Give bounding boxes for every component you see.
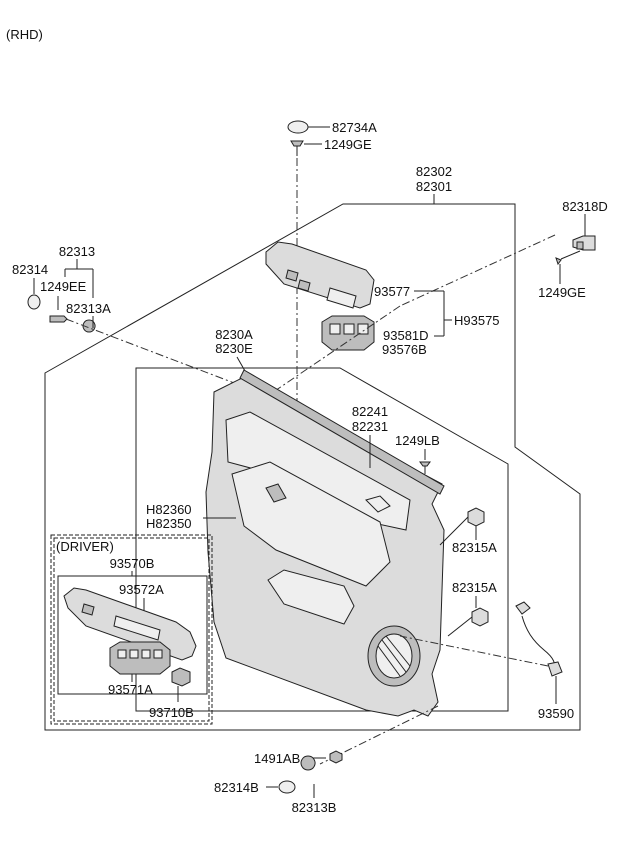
clip-82315A-upper bbox=[467, 507, 485, 527]
assembly-outline bbox=[44, 203, 581, 731]
centerline-93590 bbox=[399, 635, 549, 667]
label-82301: 82301 bbox=[416, 179, 452, 194]
rhd-note: (RHD) bbox=[6, 27, 43, 42]
speaker-grille-hatch-1 bbox=[381, 639, 407, 673]
switch-panel-tab-1 bbox=[285, 269, 299, 282]
label-1249GE-right: 1249GE bbox=[538, 285, 586, 300]
label-93572A: 93572A bbox=[119, 582, 164, 597]
switch-93571A-buttons bbox=[117, 649, 163, 659]
clip-82318D bbox=[572, 235, 596, 251]
screw-1249EE bbox=[49, 315, 68, 323]
label-82313A: 82313A bbox=[66, 301, 111, 316]
trim-upper-band bbox=[225, 411, 411, 531]
label-1249GE-top: 1249GE bbox=[324, 137, 372, 152]
label-93581D: 93581D bbox=[383, 328, 429, 343]
label-82313B: 82313B bbox=[292, 800, 337, 815]
switch-panel-opening bbox=[326, 287, 357, 309]
switch-93710B bbox=[171, 667, 191, 687]
label-93576B: 93576B bbox=[382, 342, 427, 357]
screw-1249GE-right bbox=[555, 257, 562, 266]
label-1249EE: 1249EE bbox=[40, 279, 87, 294]
label-82318D: 82318D bbox=[562, 199, 608, 214]
centerline-82318D bbox=[399, 234, 556, 307]
speaker-grille-hatch-2 bbox=[385, 635, 411, 667]
label-8230A: 8230A bbox=[215, 327, 253, 342]
label-93570B: 93570B bbox=[110, 556, 155, 571]
driver-bezel-opening bbox=[113, 615, 161, 641]
speaker-grille-hatch-3 bbox=[377, 645, 401, 677]
label-82302: 82302 bbox=[416, 164, 452, 179]
screw-1249LB bbox=[419, 461, 431, 467]
label-93571A: 93571A bbox=[108, 682, 153, 697]
driver-bezel-tab bbox=[81, 603, 95, 616]
driver-switch-box bbox=[57, 575, 208, 695]
switch-panel-tab-2 bbox=[297, 279, 311, 292]
label-1249LB: 1249LB bbox=[395, 433, 440, 448]
trim-handle-pocket bbox=[265, 483, 287, 503]
plug-82314B bbox=[278, 780, 296, 794]
switch-panel-93577 bbox=[265, 241, 375, 309]
connector-93590-top bbox=[515, 601, 531, 615]
label-82231: 82231 bbox=[352, 419, 388, 434]
weatherstrip-82241 bbox=[239, 369, 445, 495]
driver-inset-outline-inner bbox=[53, 537, 210, 722]
fastener-82313B bbox=[300, 755, 316, 771]
label-82313: 82313 bbox=[59, 244, 95, 259]
cap-82734A bbox=[287, 120, 309, 134]
connector-93590-bottom bbox=[547, 661, 563, 677]
switch-buttons bbox=[329, 323, 369, 335]
label-82315A-2: 82315A bbox=[452, 580, 497, 595]
label-driver: (DRIVER) bbox=[56, 539, 114, 554]
clip-82318D-slot bbox=[576, 241, 584, 250]
label-93577: 93577 bbox=[374, 284, 410, 299]
trim-latch-bezel bbox=[365, 495, 391, 513]
trim-pull-handle bbox=[267, 569, 355, 625]
leader-clip-upper-to-panel bbox=[439, 516, 469, 546]
label-82734A: 82734A bbox=[332, 120, 377, 135]
leader-1249GE-right bbox=[560, 250, 581, 260]
clip-82315A-lower bbox=[471, 607, 489, 627]
label-H82360: H82360 bbox=[146, 502, 192, 517]
label-8230E: 8230E bbox=[215, 341, 253, 356]
label-82315A-1: 82315A bbox=[452, 540, 497, 555]
bolt-1491AB bbox=[329, 750, 343, 764]
label-H93575: H93575 bbox=[454, 313, 500, 328]
label-82314B: 82314B bbox=[214, 780, 259, 795]
centerline-bottom bbox=[319, 705, 439, 765]
screw-1249GE-top bbox=[290, 140, 304, 147]
label-93590: 93590 bbox=[538, 706, 574, 721]
label-H82350: H82350 bbox=[146, 516, 192, 531]
label-93710B: 93710B bbox=[149, 705, 194, 720]
centerline-switch bbox=[231, 305, 401, 421]
leader-clip-lower-to-panel bbox=[447, 616, 473, 637]
label-82241: 82241 bbox=[352, 404, 388, 419]
driver-inset-outline bbox=[50, 534, 213, 725]
plug-82314 bbox=[27, 294, 41, 310]
label-1491AB: 1491AB bbox=[254, 751, 300, 766]
label-82314: 82314 bbox=[12, 262, 48, 277]
